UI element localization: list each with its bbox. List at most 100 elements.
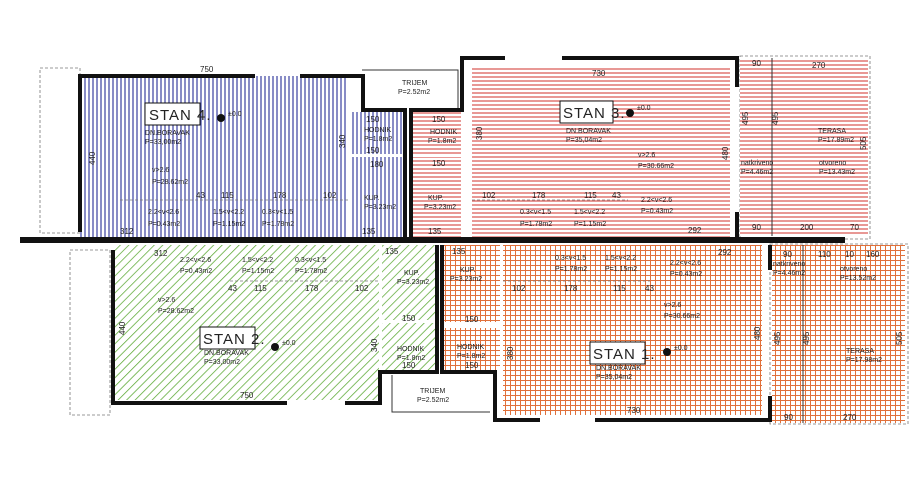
dimension: 440 bbox=[88, 151, 97, 165]
level-marker-icon bbox=[271, 343, 279, 351]
height-zone: 2.2<v<2.6 bbox=[641, 197, 672, 204]
level-label: ±0.0 bbox=[282, 340, 296, 347]
dimension: 505 bbox=[895, 331, 904, 345]
apartment-stan-4: STAN 4. ±0.0 DN.BORAVAK P=33,00m2 v>2.6 … bbox=[78, 65, 407, 237]
room-area: P=35,04m2 bbox=[596, 374, 632, 381]
dimension: 380 bbox=[475, 126, 484, 140]
room-area: P=3.23m2 bbox=[450, 276, 482, 283]
room-name: DN.BORAVAK bbox=[566, 128, 611, 135]
zone-area: P=1.15m2 bbox=[605, 266, 637, 273]
room-name: DN.BORAVAK bbox=[145, 130, 190, 137]
room-name: TRIJEM bbox=[420, 388, 445, 395]
dimension: 480 bbox=[753, 326, 762, 340]
height-zone: v>2.6 bbox=[664, 302, 681, 309]
dimension: 70 bbox=[850, 223, 859, 232]
level-label: ±0.0 bbox=[637, 105, 651, 112]
room-name: TERASA bbox=[846, 348, 874, 355]
height-zone: 0.3<v<1.5 bbox=[520, 209, 551, 216]
dimension: 178 bbox=[532, 191, 546, 200]
porch-top: TRIJEM P=2.52m2 bbox=[362, 69, 459, 110]
terrace-outline bbox=[769, 243, 909, 425]
room-name: KUP. bbox=[364, 195, 379, 202]
room-area: P=1.8m2 bbox=[457, 353, 485, 360]
dimension: 270 bbox=[843, 413, 857, 422]
height-zone: 0.3<v<1.5 bbox=[295, 257, 326, 264]
room-area: P=1.8m2 bbox=[397, 355, 425, 362]
room-area: P=3.23m2 bbox=[364, 204, 396, 211]
room-area: P=1.8m2 bbox=[428, 138, 456, 145]
dimension: 135 bbox=[428, 227, 442, 236]
dimension: 178 bbox=[564, 284, 578, 293]
dimension: 312 bbox=[154, 249, 168, 258]
room-area: P=3.23m2 bbox=[424, 204, 456, 211]
room-area: P=35,04m2 bbox=[566, 137, 602, 144]
dimension: 150 bbox=[432, 115, 446, 124]
room-name: HODNIK bbox=[364, 127, 392, 134]
room-area: P=2.52m2 bbox=[417, 397, 449, 404]
dimension: 43 bbox=[645, 284, 654, 293]
dimension: 135 bbox=[362, 227, 376, 236]
level-label: ±0.0 bbox=[674, 345, 688, 352]
dimension: 150 bbox=[402, 314, 416, 323]
outline-dashed bbox=[69, 249, 111, 416]
room-name: HODNIK bbox=[457, 344, 485, 351]
dimension: 102 bbox=[482, 191, 496, 200]
zone-name: otvoreno bbox=[840, 266, 867, 273]
dimension: 730 bbox=[627, 406, 641, 415]
level-marker-icon bbox=[626, 109, 634, 117]
dimension: 90 bbox=[784, 413, 793, 422]
room-area: P=3.23m2 bbox=[397, 279, 429, 286]
dimension: 495 bbox=[802, 331, 811, 345]
room-area: P=17.89m2 bbox=[818, 137, 854, 144]
height-zone: 1.5<v<2.2 bbox=[574, 209, 605, 216]
dimension: 178 bbox=[305, 284, 319, 293]
zone-area: P=0.43m2 bbox=[641, 208, 673, 215]
apartment-title: STAN 1. bbox=[593, 346, 656, 363]
height-zone: 1.5<v<2.2 bbox=[605, 255, 636, 262]
zone-area: P=13.52m2 bbox=[840, 275, 876, 282]
room-name: HODNIK bbox=[430, 129, 458, 136]
zone-name: otvoreno bbox=[819, 160, 846, 167]
dimension: 115 bbox=[221, 191, 234, 200]
zone-name: natkriveno bbox=[741, 160, 773, 167]
zone-area: P=30.66m2 bbox=[664, 313, 700, 320]
apartment-title: STAN 3. bbox=[563, 105, 626, 122]
room-area: P=33,00m2 bbox=[145, 139, 181, 146]
zone-area: P=4.46m2 bbox=[773, 270, 805, 277]
dimension: 292 bbox=[688, 226, 702, 235]
zone-area: P=1.15m2 bbox=[242, 268, 274, 275]
height-zone: 2.2<v<2.6 bbox=[670, 260, 701, 267]
room-name: KUP. bbox=[428, 195, 443, 202]
dimension: 150 bbox=[366, 115, 380, 124]
dimension: 270 bbox=[812, 61, 826, 70]
dimension: 340 bbox=[370, 338, 379, 352]
height-zone: 2.2<v<2.6 bbox=[180, 257, 211, 264]
dimension: 380 bbox=[506, 346, 515, 360]
dimension: 200 bbox=[800, 223, 814, 232]
height-zone: 2.2<v<2.6 bbox=[148, 209, 179, 216]
zone-area: P=1.78m2 bbox=[295, 268, 327, 275]
dimension: 178 bbox=[273, 191, 287, 200]
dimension: 480 bbox=[721, 146, 730, 160]
dimension: 340 bbox=[338, 134, 347, 148]
dimension: 10 bbox=[845, 250, 854, 259]
zone-name: natkriveno bbox=[773, 261, 805, 268]
room-area: P=1.8m2 bbox=[364, 136, 392, 143]
apartment-stan-1: STAN 1. ±0.0 DN.BORAVAK P=35,04m2 v>2.6 … bbox=[440, 245, 905, 423]
zone-area: P=4.46m2 bbox=[741, 169, 773, 176]
zone-area: P=0.43m2 bbox=[148, 221, 180, 228]
dimension: 90 bbox=[752, 59, 761, 68]
dimension: 505 bbox=[859, 136, 868, 150]
room-name: KUP. bbox=[404, 270, 419, 277]
height-zone: 1.5<v<2.2 bbox=[242, 257, 273, 264]
level-label: ±0.0 bbox=[228, 111, 242, 118]
apartment-title: STAN 2. bbox=[203, 331, 266, 348]
porch-bottom: TRIJEM P=2.52m2 bbox=[391, 375, 490, 413]
dimension: 150 bbox=[432, 159, 446, 168]
dimension: 43 bbox=[612, 191, 621, 200]
dimension: 150 bbox=[465, 315, 479, 324]
apartment-stan-2: STAN 2. ±0.0 DN.BORAVAK P=33,00m2 v>2.6 … bbox=[111, 245, 439, 405]
dimension: 102 bbox=[512, 284, 526, 293]
dimension: 43 bbox=[196, 191, 205, 200]
